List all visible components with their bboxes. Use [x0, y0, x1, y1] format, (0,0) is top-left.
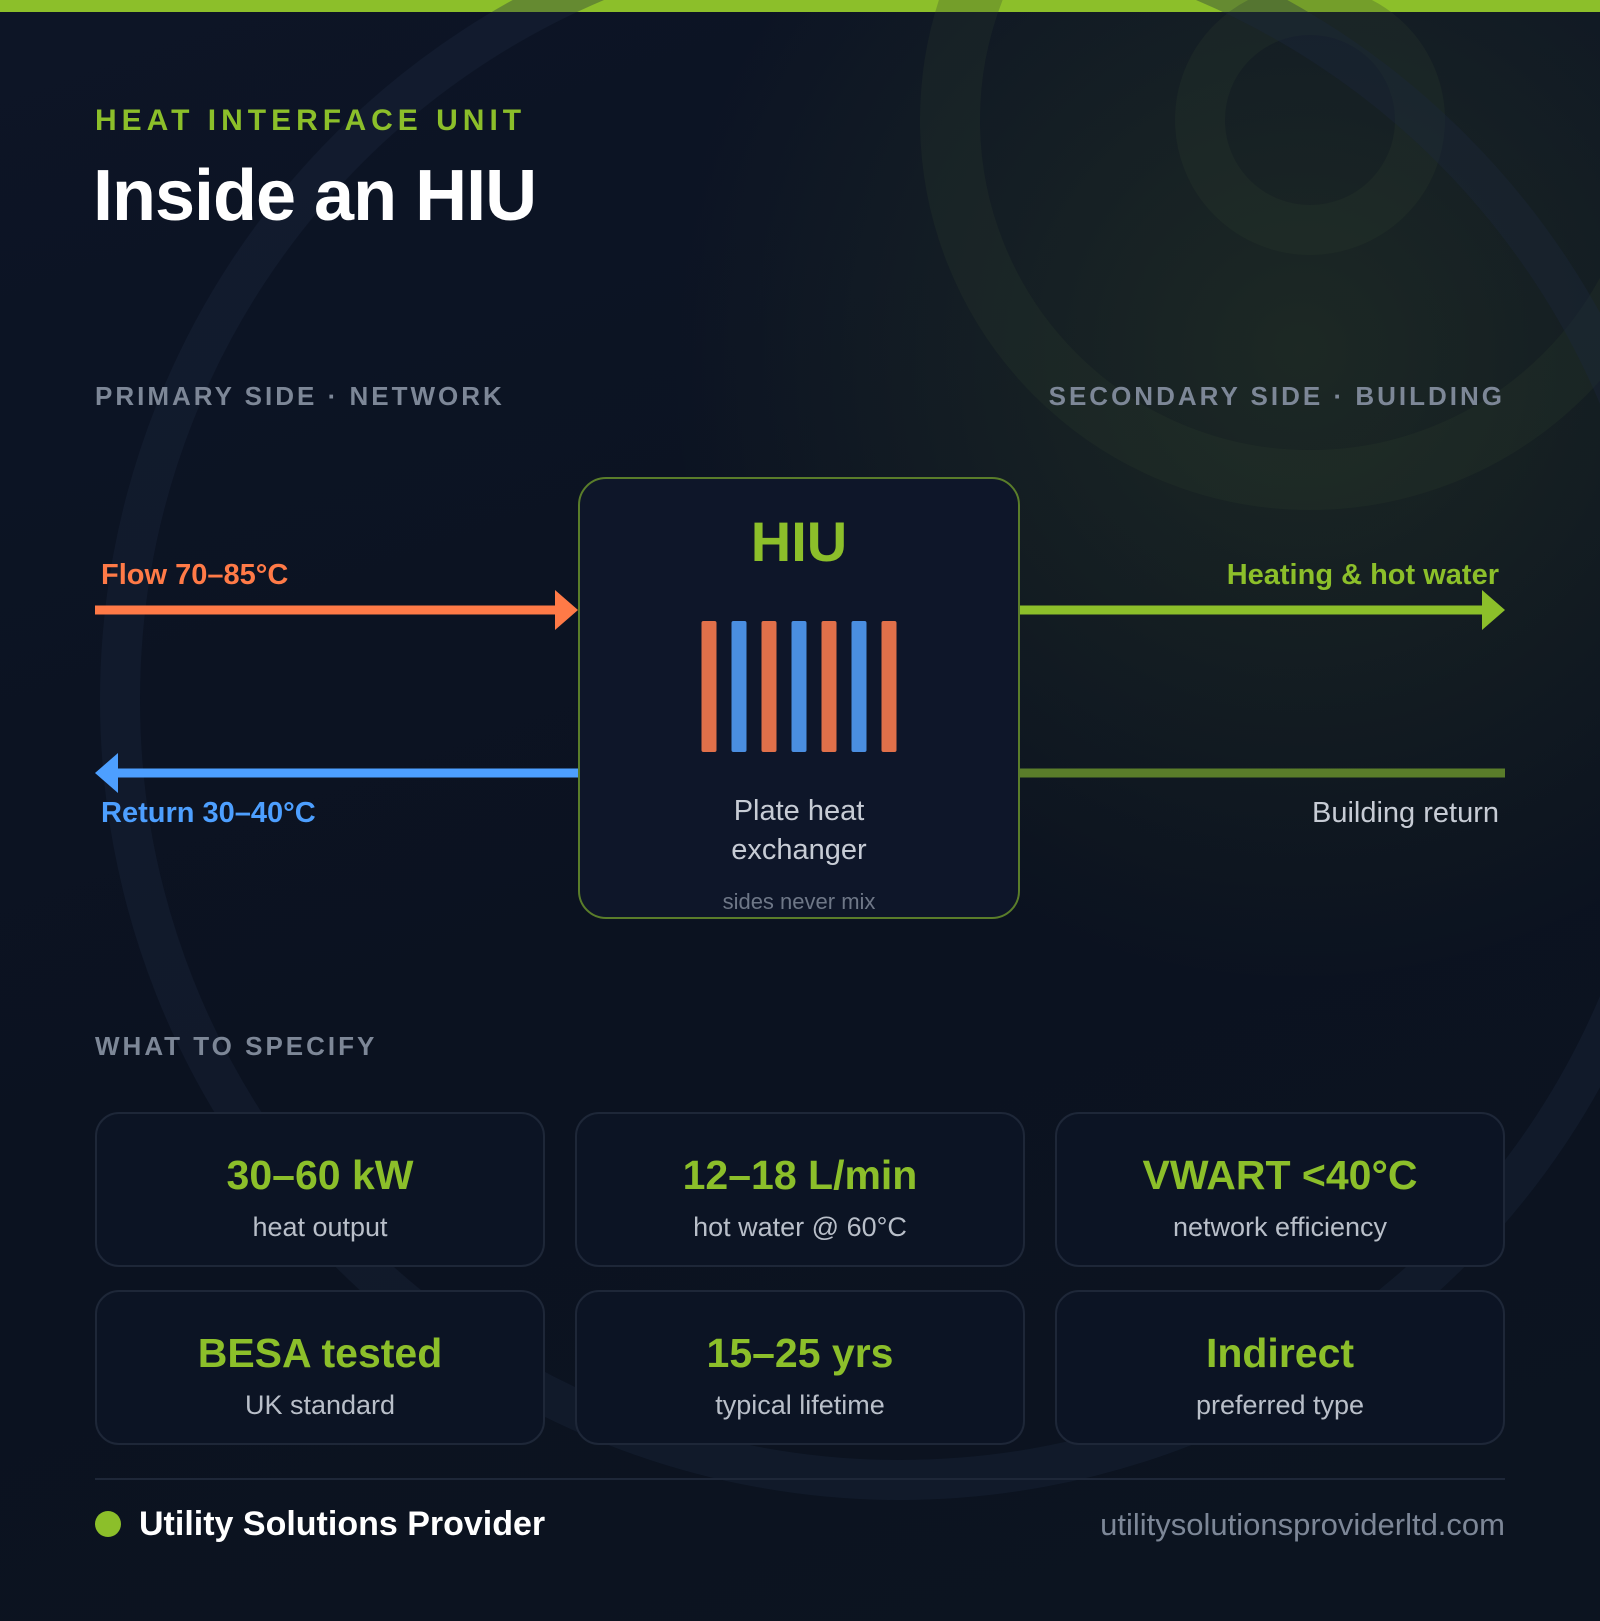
hiu-subtitle: Plate heat exchanger	[580, 792, 1018, 870]
eyebrow-label: HEAT INTERFACE UNIT	[95, 104, 527, 137]
plate-hot	[821, 621, 837, 752]
spec-card: BESA tested UK standard	[95, 1290, 545, 1445]
secondary-flow-arrowhead	[1482, 590, 1505, 630]
flow-in-label: Flow 70–85°C	[101, 559, 289, 591]
brand-name: Utility Solutions Provider	[139, 1505, 546, 1543]
spec-card: 12–18 L/min hot water @ 60°C	[575, 1112, 1025, 1267]
plate-hot	[701, 621, 717, 752]
spec-value: 15–25 yrs	[706, 1330, 894, 1376]
spec-card: VWART <40°C network efficiency	[1055, 1112, 1505, 1267]
hiu-subtitle-line2: exchanger	[731, 834, 867, 866]
spec-label: UK standard	[244, 1390, 396, 1420]
return-label: Return 30–40°C	[101, 797, 316, 829]
spec-card: 30–60 kW heat output	[95, 1112, 545, 1267]
brand-dot-icon	[95, 1511, 121, 1537]
hiu-title: HIU	[750, 510, 848, 573]
spec-label: preferred type	[1195, 1390, 1365, 1420]
specs-section-label: WHAT TO SPECIFY	[95, 1031, 378, 1061]
page-title: Inside an HIU	[93, 156, 537, 236]
spec-label: heat output	[252, 1212, 388, 1242]
spec-card: 15–25 yrs typical lifetime	[575, 1290, 1025, 1445]
spec-card: Indirect preferred type	[1055, 1290, 1505, 1445]
spec-value: VWART <40°C	[1142, 1152, 1418, 1198]
footer-divider	[95, 1478, 1505, 1480]
primary-side-label: PRIMARY SIDE · NETWORK	[95, 381, 505, 411]
primary-flow-arrowhead	[555, 590, 578, 630]
spec-label: network efficiency	[1172, 1212, 1388, 1242]
plate-cold	[731, 621, 747, 752]
plate-cold	[851, 621, 867, 752]
plate-cold	[791, 621, 807, 752]
spec-label: hot water @ 60°C	[693, 1212, 907, 1242]
top-accent-bar	[0, 0, 1600, 12]
spec-value: 12–18 L/min	[682, 1152, 918, 1198]
spec-label: typical lifetime	[715, 1390, 885, 1420]
spec-value: Indirect	[1205, 1330, 1355, 1376]
hiu-subtitle-line1: Plate heat	[733, 795, 865, 827]
secondary-side-label: SECONDARY SIDE · BUILDING	[1048, 381, 1505, 411]
hiu-unit-box: HIU Plate heat exchanger sides never mix	[578, 477, 1020, 919]
spec-value: BESA tested	[197, 1330, 443, 1376]
plate-hot	[761, 621, 777, 752]
building-return-label: Building return	[1312, 797, 1499, 829]
heating-out-label: Heating & hot water	[1226, 559, 1499, 591]
plate-hot	[881, 621, 897, 752]
spec-value: 30–60 kW	[226, 1152, 414, 1198]
brand-url-link[interactable]: utilitysolutionsproviderltd.com	[1100, 1507, 1505, 1542]
hiu-note: sides never mix	[722, 889, 876, 914]
primary-return-arrowhead	[95, 753, 118, 793]
plate-heat-exchanger-icon	[701, 621, 897, 752]
